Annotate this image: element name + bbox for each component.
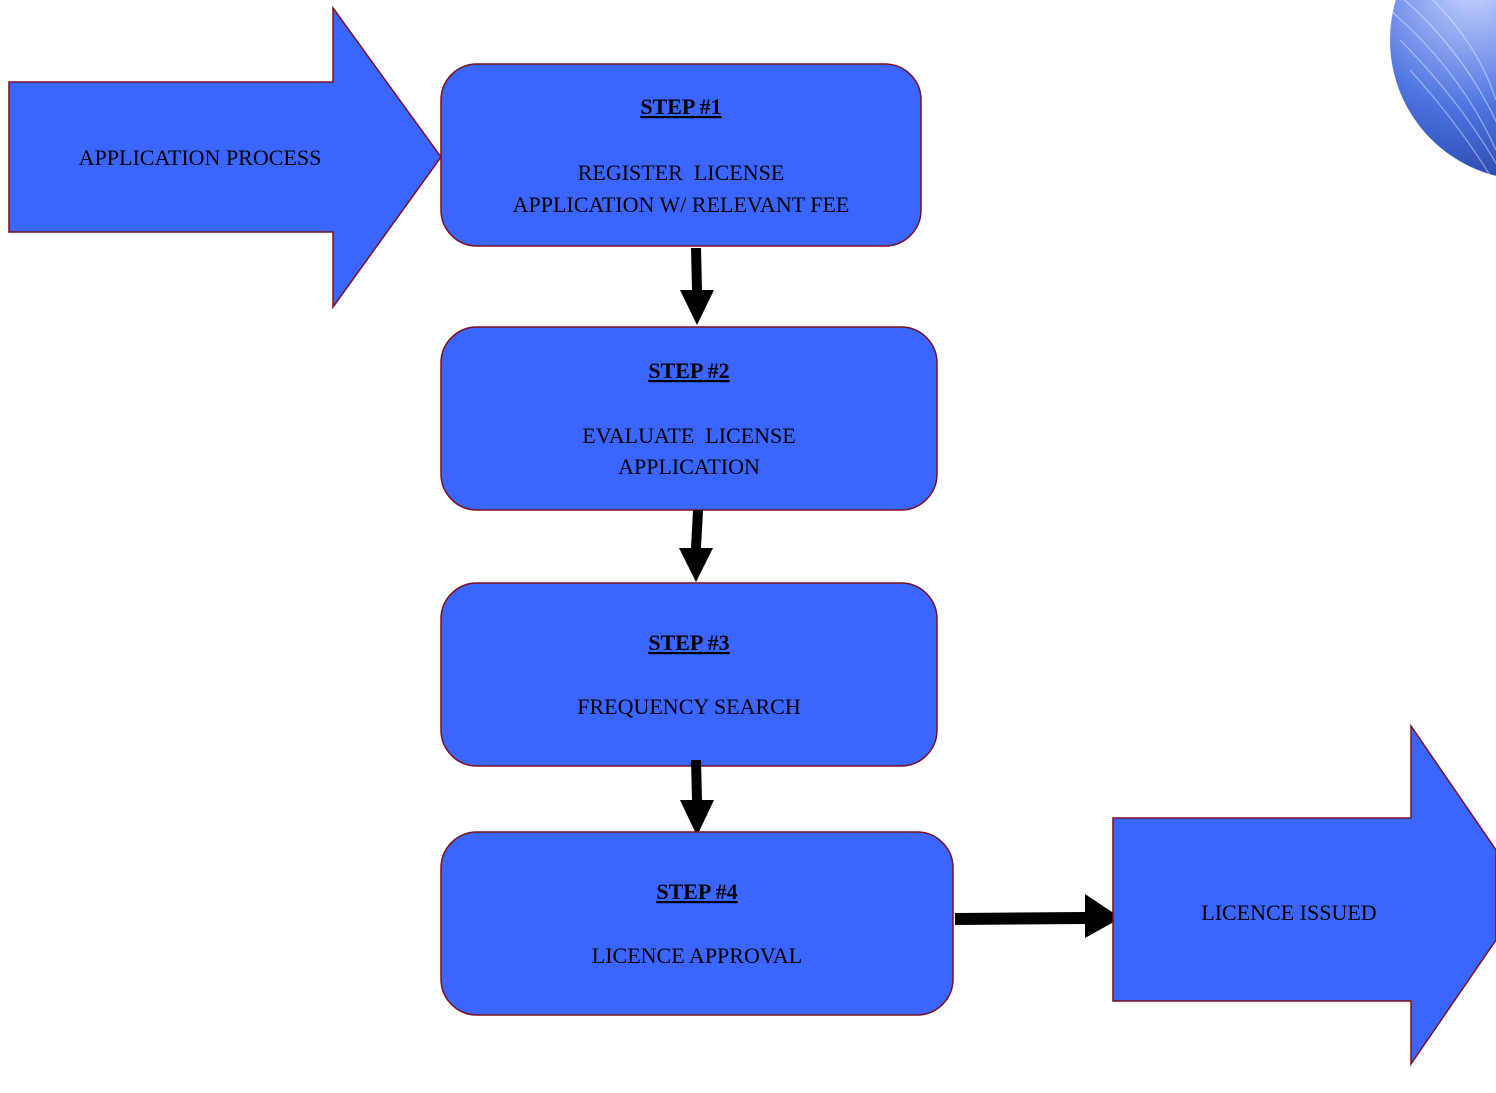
- input-arrow: APPLICATION PROCESS: [8, 5, 442, 310]
- output-arrow-label: LICENCE ISSUED: [1201, 900, 1376, 925]
- step-box-2: STEP #2 EVALUATE LICENSE APPLICATION: [440, 326, 938, 511]
- step-2-title: STEP #2: [648, 358, 729, 383]
- step-1-title: STEP #1: [640, 94, 721, 119]
- connector-arrow-2: [679, 510, 713, 582]
- step-3-line-1: FREQUENCY SEARCH: [577, 694, 801, 719]
- step-1-line-2: APPLICATION W/ RELEVANT FEE: [513, 192, 850, 217]
- connector-arrow-3: [680, 760, 714, 836]
- step-box-4: STEP #4 LICENCE APPROVAL: [440, 831, 954, 1016]
- step-3-title: STEP #3: [648, 630, 729, 655]
- step-2-line-1: EVALUATE LICENSE: [582, 423, 795, 448]
- connector-arrow-4: [955, 894, 1121, 938]
- step-4-line-1: LICENCE APPROVAL: [592, 943, 802, 968]
- step-1-line-1: REGISTER LICENSE: [578, 160, 785, 185]
- globe-icon: [1390, 0, 1496, 180]
- step-2-line-2: APPLICATION: [618, 454, 760, 479]
- step-box-3: STEP #3 FREQUENCY SEARCH: [440, 582, 938, 767]
- step-box-1: STEP #1 REGISTER LICENSE APPLICATION W/ …: [440, 63, 922, 247]
- output-arrow: LICENCE ISSUED: [1112, 723, 1496, 1067]
- step-4-title: STEP #4: [656, 879, 737, 904]
- input-arrow-label: APPLICATION PROCESS: [79, 145, 322, 170]
- connector-arrow-1: [680, 248, 714, 325]
